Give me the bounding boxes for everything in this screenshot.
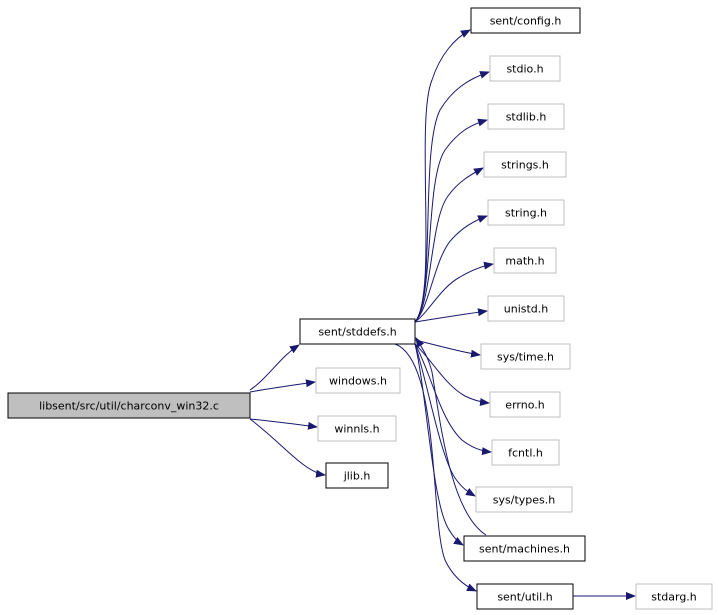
node-machines[interactable]: sent/machines.h [463, 535, 586, 562]
node-stdio: stdio.h [489, 55, 561, 82]
node-root[interactable]: libsent/src/util/charconv_win32.c [7, 392, 251, 419]
node-box-stdio [489, 55, 561, 82]
node-winnls: winnls.h [317, 415, 397, 442]
edge-stddefs-to-util [394, 343, 477, 592]
node-label-strings: strings.h [501, 159, 549, 172]
edge-stddefs-to-stdlib [414, 118, 488, 323]
nodes-layer: libsent/src/util/charconv_win32.c sent/st… [7, 7, 713, 610]
node-stdlib: stdlib.h [487, 103, 565, 130]
edge-root-to-stddefs [249, 344, 300, 391]
node-label-systypes: sys/types.h [493, 494, 555, 507]
edge-util-to-stddefs [415, 337, 487, 536]
node-systime: sys/time.h [480, 343, 571, 370]
node-label-windows: windows.h [329, 375, 387, 388]
node-jlib[interactable]: jlib.h [325, 462, 389, 489]
node-util[interactable]: sent/util.h [476, 583, 574, 610]
node-label-config: sent/config.h [490, 15, 562, 28]
node-box-strings [483, 151, 567, 178]
node-label-jlib: jlib.h [343, 470, 371, 483]
node-label-string: string.h [505, 207, 547, 220]
node-box-stddefs [299, 318, 416, 345]
node-label-util: sent/util.h [497, 591, 552, 604]
edge-stddefs-to-systypes [414, 343, 476, 497]
node-label-systime: sys/time.h [497, 351, 554, 364]
node-box-jlib [325, 462, 389, 489]
edge-stddefs-to-errno [414, 343, 490, 406]
edge-root-to-jlib [249, 418, 326, 478]
edge-stddefs-to-config [414, 29, 471, 323]
node-box-errno [489, 391, 561, 418]
node-label-stdio: stdio.h [506, 63, 543, 76]
node-windows: windows.h [315, 367, 401, 394]
node-systypes: sys/types.h [475, 486, 573, 513]
edge-stddefs-to-stdio [414, 71, 490, 323]
node-box-unistd [487, 295, 565, 322]
node-box-systypes [475, 486, 573, 513]
edge-stddefs-to-math [414, 261, 494, 323]
node-box-config [470, 7, 581, 34]
node-box-util [476, 583, 574, 610]
edge-root-to-winnls [249, 418, 318, 430]
node-math: math.h [493, 247, 557, 274]
node-box-string [487, 199, 565, 226]
node-label-root: libsent/src/util/charconv_win32.c [39, 400, 219, 413]
edge-root-to-windows [249, 379, 316, 393]
node-box-winnls [317, 415, 397, 442]
node-strings: strings.h [483, 151, 567, 178]
node-config[interactable]: sent/config.h [470, 7, 581, 34]
node-stdarg: stdarg.h [635, 583, 713, 610]
node-box-stdlib [487, 103, 565, 130]
edge-stddefs-to-strings [414, 167, 484, 323]
node-box-fcntl [491, 439, 560, 466]
node-label-stdarg: stdarg.h [651, 591, 697, 604]
edge-stddefs-to-unistd [414, 308, 488, 323]
node-errno: errno.h [489, 391, 561, 418]
node-box-machines [463, 535, 586, 562]
node-label-machines: sent/machines.h [479, 543, 570, 556]
node-box-stdarg [635, 583, 713, 610]
node-label-errno: errno.h [505, 399, 544, 412]
edge-stddefs-to-string [414, 215, 488, 323]
node-box-systime [480, 343, 571, 370]
edges-layer [249, 29, 636, 600]
node-label-stddefs: sent/stddefs.h [318, 326, 396, 339]
node-box-root [7, 392, 251, 419]
edge-stddefs-to-fcntl [414, 343, 492, 456]
node-label-unistd: unistd.h [504, 303, 549, 316]
node-label-fcntl: fcntl.h [508, 447, 543, 460]
node-label-math: math.h [505, 255, 544, 268]
node-box-windows [315, 367, 401, 394]
node-label-stdlib: stdlib.h [506, 111, 547, 124]
node-label-winnls: winnls.h [334, 423, 379, 436]
node-box-math [493, 247, 557, 274]
node-unistd: unistd.h [487, 295, 565, 322]
node-fcntl: fcntl.h [491, 439, 560, 466]
node-string: string.h [487, 199, 565, 226]
edge-stddefs-to-machines [414, 343, 464, 546]
node-stddefs[interactable]: sent/stddefs.h [299, 318, 416, 345]
